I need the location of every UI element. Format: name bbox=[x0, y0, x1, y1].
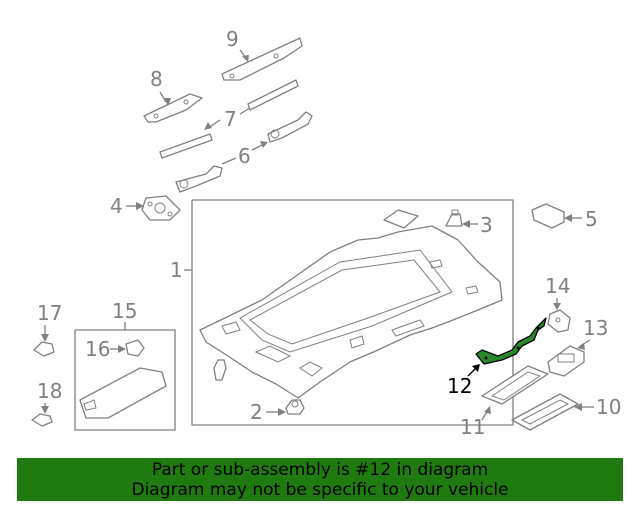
part-18-cap[interactable] bbox=[31, 413, 53, 427]
callout-8: 8 bbox=[150, 67, 163, 91]
part-3-clip[interactable] bbox=[445, 209, 463, 227]
info-banner: Part or sub-assembly is #12 in diagram D… bbox=[17, 458, 623, 501]
callout-16: 16 bbox=[85, 337, 110, 361]
callout-3: 3 bbox=[480, 213, 493, 237]
banner-line-2: Diagram may not be specific to your vehi… bbox=[131, 479, 509, 500]
headliner-clip bbox=[213, 359, 227, 381]
callout-13: 13 bbox=[583, 316, 608, 340]
callout-17: 17 bbox=[37, 301, 62, 325]
callout-4: 4 bbox=[110, 194, 123, 218]
callout-9: 9 bbox=[226, 27, 239, 51]
part-9-bracket[interactable] bbox=[221, 37, 303, 81]
callout-2: 2 bbox=[250, 400, 263, 424]
part-15-sun-visor[interactable] bbox=[79, 367, 167, 419]
callout-18: 18 bbox=[37, 379, 62, 403]
part-2-clip[interactable] bbox=[285, 399, 305, 415]
headliner-pad bbox=[383, 209, 419, 229]
headliner-panel[interactable] bbox=[199, 225, 503, 399]
part-11-lens[interactable] bbox=[481, 365, 549, 405]
sun-visor-frame bbox=[74, 322, 176, 431]
part-8-bracket[interactable] bbox=[143, 93, 203, 123]
callout-7: 7 bbox=[224, 107, 237, 131]
part-7-strip[interactable] bbox=[159, 79, 299, 159]
headliner-frame bbox=[191, 199, 514, 426]
part-5-cover[interactable] bbox=[531, 203, 565, 229]
part-10-lamp[interactable] bbox=[511, 393, 579, 431]
callout-12: 12 bbox=[447, 374, 472, 398]
banner-line-1: Part or sub-assembly is #12 in diagram bbox=[151, 459, 489, 480]
part-12-bracket-highlighted[interactable] bbox=[475, 317, 547, 365]
part-14-bracket[interactable] bbox=[547, 309, 571, 333]
part-13-lamp[interactable] bbox=[547, 345, 585, 377]
callout-14: 14 bbox=[545, 274, 570, 298]
callout-11: 11 bbox=[460, 415, 485, 439]
callout-5: 5 bbox=[585, 207, 598, 231]
part-6-grip[interactable] bbox=[175, 111, 313, 193]
callout-15: 15 bbox=[112, 299, 137, 323]
part-4-bracket[interactable] bbox=[141, 195, 181, 221]
part-17-clip[interactable] bbox=[33, 341, 55, 357]
part-16-clip[interactable] bbox=[125, 339, 145, 357]
callout-10: 10 bbox=[596, 395, 621, 419]
parts-diagram: 1 2 3 4 5 6 bbox=[31, 27, 621, 439]
callout-6: 6 bbox=[238, 144, 251, 168]
callout-1: 1 bbox=[170, 258, 183, 282]
